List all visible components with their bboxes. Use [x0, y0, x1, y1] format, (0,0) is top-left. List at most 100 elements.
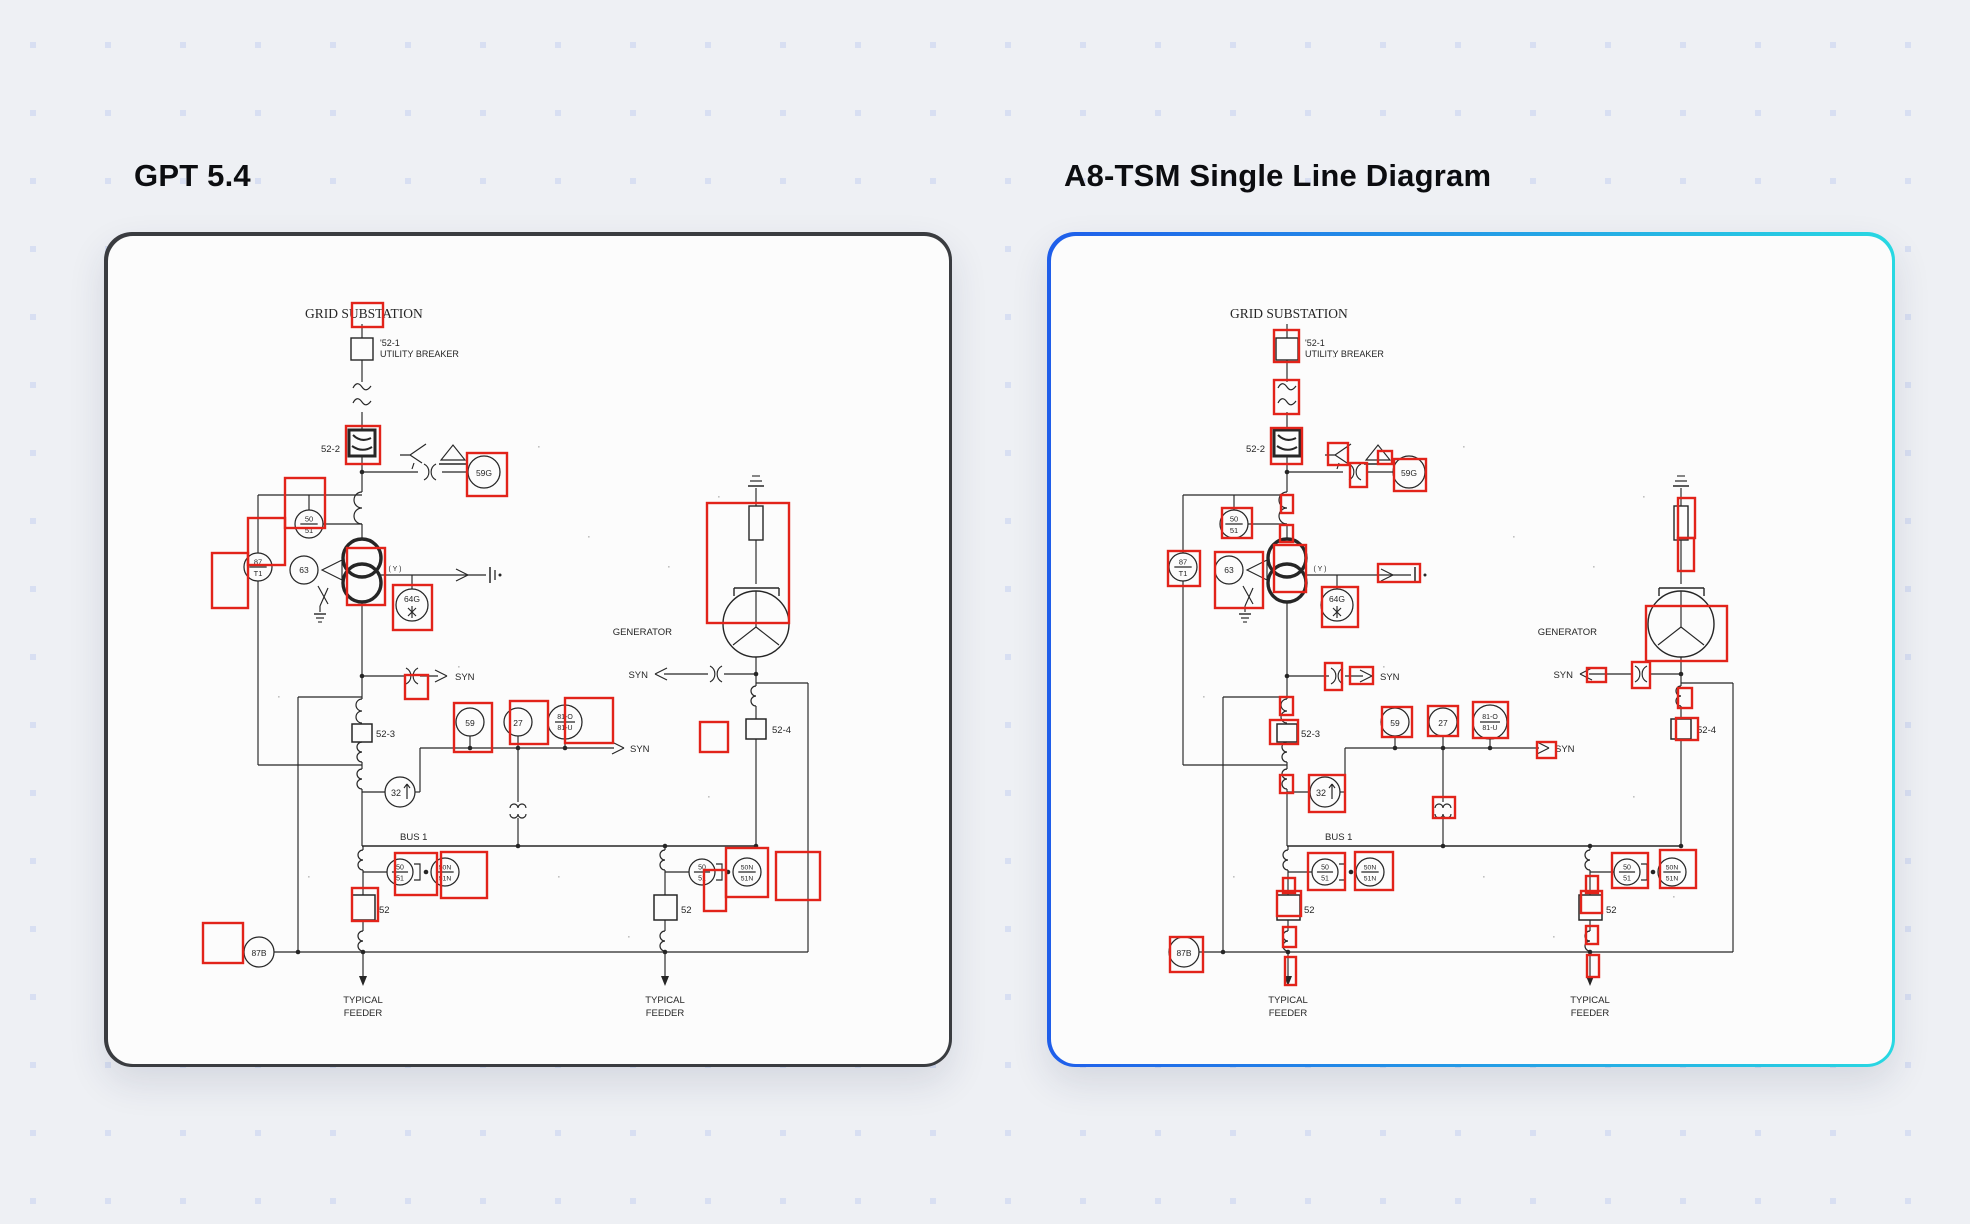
diagram-label: 87: [253, 557, 261, 566]
detection-box: [705, 501, 790, 624]
detection-box: [1585, 666, 1607, 683]
breaker-52-2-label: 52-2: [320, 444, 339, 455]
detection-box: [246, 516, 286, 566]
breaker-52-label: 52: [1304, 905, 1315, 916]
detection-box: [1376, 449, 1393, 465]
syn-label: SYN: [1380, 672, 1400, 683]
typical-feeder-label: TYPICAL: [343, 995, 383, 1006]
diagram-label: 50: [1321, 864, 1329, 871]
left-panel-title: GPT 5.4: [134, 158, 251, 193]
diagram-label: 50N: [438, 864, 451, 871]
bus1-label: BUS 1: [1325, 832, 1352, 843]
diagram-label: 51: [396, 875, 404, 882]
utility-breaker-label: UTILITY BREAKER: [380, 349, 459, 359]
syn-label: SYN: [1555, 744, 1575, 755]
detection-box: [1658, 848, 1697, 889]
detection-box: [344, 424, 381, 465]
relay-81o-label: 81-O: [1482, 714, 1498, 721]
bus1-label: BUS 1: [400, 832, 427, 843]
typical-feeder-label: FEEDER: [1570, 1008, 1609, 1019]
detection-box: [1272, 543, 1307, 593]
syn-label: SYN: [455, 672, 475, 683]
relay-27-label: 27: [1438, 718, 1448, 728]
typical-feeder-label: TYPICAL: [1268, 995, 1308, 1006]
detection-box: [702, 868, 727, 912]
detection-box: [1272, 378, 1300, 415]
diagram-label: 51N: [740, 875, 753, 882]
detection-box: [1272, 328, 1300, 363]
grid-substation-label: GRID SUBSTATION: [305, 306, 423, 321]
detection-box: [1348, 461, 1368, 488]
generator-label: GENERATOR: [612, 627, 671, 638]
detection-box: [1535, 740, 1557, 759]
typical-feeder-label: FEEDER: [343, 1008, 382, 1019]
detection-box: [1278, 523, 1294, 543]
detection-box: [1307, 773, 1346, 813]
syn-label: SYN: [630, 744, 650, 755]
detection-box: [1584, 874, 1599, 894]
detection-box: [1376, 562, 1421, 583]
breaker-52-1-label: '52-1: [380, 338, 400, 348]
detection-box: [403, 673, 429, 700]
diagram-label: 50N: [1363, 864, 1376, 871]
diagram-label: 50: [304, 514, 312, 523]
typical-feeder-label: FEEDER: [1268, 1008, 1307, 1019]
diagram-label: 50N: [1665, 864, 1678, 871]
diagram-label: 51: [1623, 875, 1631, 882]
diagram-label: 51: [1229, 526, 1237, 535]
detection-box: [1676, 686, 1693, 709]
detection-boxes: [1166, 328, 1728, 986]
relay-87b-label: 87B: [251, 948, 266, 958]
detection-box: [345, 546, 386, 606]
relay-64g-label: 64G: [1328, 594, 1344, 604]
detection-box: [1674, 716, 1699, 741]
detection-box: [1320, 585, 1359, 628]
detection-box: [1281, 925, 1297, 948]
detection-box: [1269, 426, 1303, 465]
detection-box: [393, 851, 438, 896]
relay-81u-label: 81-U: [1482, 725, 1497, 732]
detection-box: [1392, 457, 1427, 492]
detection-box: [1644, 604, 1728, 662]
typical-feeder-label: TYPICAL: [645, 995, 685, 1006]
diagram-label: 51: [698, 875, 706, 882]
detection-box: [1326, 441, 1349, 466]
ct-wye-label: ( Y ): [388, 566, 401, 573]
typical-feeder-label: TYPICAL: [1570, 995, 1610, 1006]
diagram-label: 51N: [1363, 875, 1376, 882]
detection-box: [1306, 851, 1346, 891]
generator-label: GENERATOR: [1537, 627, 1596, 638]
detection-box: [283, 476, 326, 529]
detection-box: [1348, 665, 1374, 685]
ct-wye-label: ( Y ): [1313, 566, 1326, 573]
detection-box: [350, 886, 379, 922]
detection-box: [508, 699, 549, 745]
detection-box: [1275, 889, 1302, 917]
detection-box: [1676, 536, 1695, 572]
grid-substation-label: GRID SUBSTATION: [1230, 306, 1348, 321]
diagram-label: 50: [1623, 864, 1631, 871]
detection-box: [1426, 704, 1459, 737]
detection-box: [1630, 660, 1651, 689]
detection-box: [563, 696, 614, 744]
breaker-52-3-label: 52-3: [1301, 729, 1320, 740]
detection-box: [1471, 700, 1509, 739]
detection-box: [1353, 850, 1394, 891]
relay-27-label: 27: [513, 718, 523, 728]
relay-63-label: 63: [299, 565, 309, 575]
syn-label: SYN: [628, 670, 648, 681]
diagram-label: 51: [1321, 875, 1329, 882]
breaker-52-4-label: 52-4: [1697, 725, 1716, 736]
detection-box: [350, 301, 384, 328]
detection-box: [1278, 695, 1294, 716]
diagram-label: 51N: [1665, 875, 1678, 882]
detection-box: [1323, 661, 1343, 691]
detection-box: [1610, 851, 1649, 889]
typical-feeder-label: FEEDER: [645, 1008, 684, 1019]
detection-box: [1220, 506, 1253, 539]
breaker-52-1-label: '52-1: [1305, 338, 1325, 348]
